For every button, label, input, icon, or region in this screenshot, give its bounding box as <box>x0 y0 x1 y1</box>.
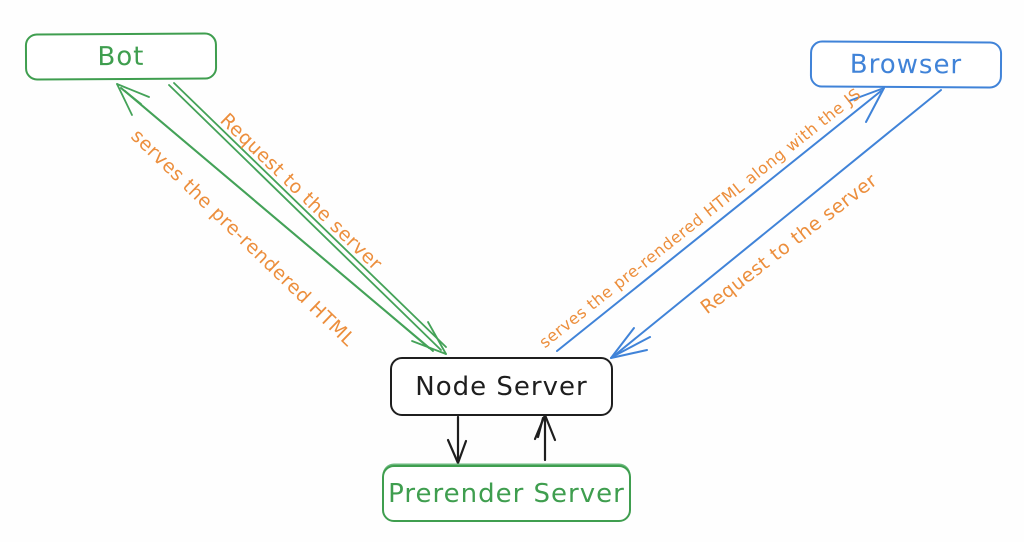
arrow-node-to-bot <box>116 83 434 352</box>
arrow-node-to-prerender <box>446 415 468 465</box>
node-browser-label: Browser <box>849 49 963 80</box>
node-node-server: Node Server <box>390 357 613 416</box>
node-prerender-server: Prerender Server <box>382 465 631 522</box>
node-node-server-label: Node Server <box>415 371 588 402</box>
edge-label-bot-serves: serves the pre-rendered HTML <box>126 125 360 351</box>
node-prerender-server-label: Prerender Server <box>388 478 625 509</box>
arrow-prerender-to-node <box>533 413 557 462</box>
node-bot-label: Bot <box>97 41 145 72</box>
node-browser: Browser <box>809 40 1003 89</box>
arrow-browser-to-node <box>610 89 942 359</box>
node-bot: Bot <box>24 32 218 81</box>
